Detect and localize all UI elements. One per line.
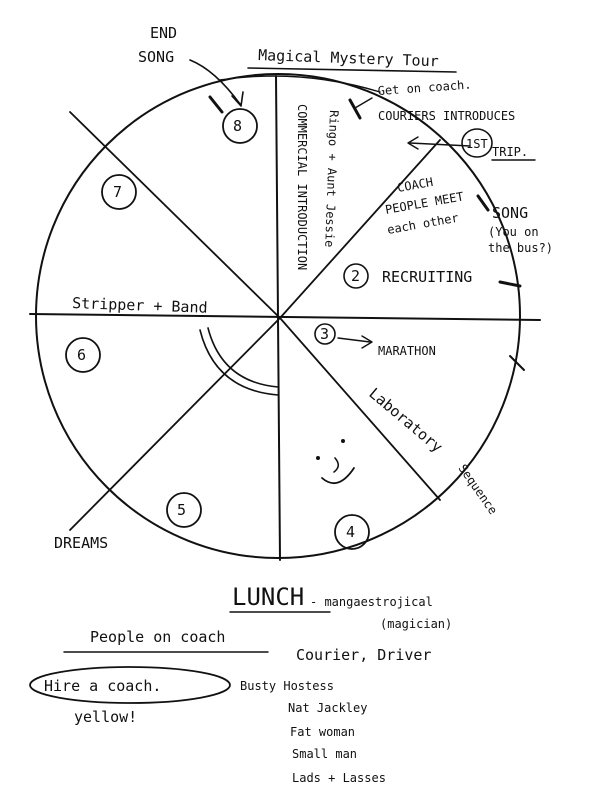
segment-7-circle <box>101 174 137 210</box>
laboratory-label: Laboratory <box>365 384 446 456</box>
segment-7-number: 7 <box>113 183 122 201</box>
lunch-suffix: - mangaestrojical <box>310 595 433 609</box>
people-item-5: Lads + Lasses <box>292 771 386 785</box>
spoke-upper-left <box>69 111 281 319</box>
trip-arrowhead <box>407 136 419 150</box>
tour-wheel <box>35 73 521 559</box>
segment-8-number: 8 <box>233 117 242 135</box>
recruiting-label: RECRUITING <box>382 268 472 286</box>
people-item-2: Nat Jackley <box>288 701 367 715</box>
title-text: Magical Mystery Tour <box>258 46 439 70</box>
sequence-label: Sequence <box>456 462 501 517</box>
end-song-arrowhead <box>231 91 244 107</box>
segment-2-circle <box>343 263 369 289</box>
inner-arc-2 <box>207 327 279 388</box>
stripper-label: Stripper + Band <box>72 294 208 317</box>
song-label: SONG <box>138 48 174 66</box>
segment-6-circle <box>65 337 101 373</box>
lunch-label: LUNCH <box>232 583 304 611</box>
smiley-nose <box>333 457 340 473</box>
couriers-label: COURIERS INTRODUCES <box>378 109 515 123</box>
end-label: END <box>150 24 177 42</box>
commercial-label: COMMERCIAL INTRODUCTION <box>295 104 309 270</box>
dreams-label: DREAMS <box>54 534 108 552</box>
song-question-1: (You on <box>488 225 539 239</box>
get-on-coach-pointer <box>354 97 373 109</box>
first-trip-label: 1ST <box>466 137 488 151</box>
trip-label: TRIP. <box>492 145 528 159</box>
spoke-upper-right <box>279 139 441 319</box>
trip-arrow <box>409 142 471 147</box>
tick-mark <box>498 280 522 288</box>
marathon-arrowhead <box>361 335 373 349</box>
spoke-lower-right <box>279 317 441 501</box>
song-bracket-label: SONG <box>492 204 528 222</box>
smiley-eye-right <box>341 439 345 443</box>
coach-people-label-1: COACH <box>396 175 434 195</box>
tick-mark <box>348 98 362 120</box>
segment-5-number: 5 <box>177 501 186 519</box>
ringo-label: Ringo + Aunt Jessie <box>322 110 341 248</box>
tick-mark <box>476 194 490 212</box>
segment-3-circle <box>314 323 336 345</box>
segment-2-number: 2 <box>351 267 360 285</box>
segment-6-number: 6 <box>77 346 86 364</box>
segment-4-number: 4 <box>346 523 355 541</box>
lunch-sub: (magician) <box>380 617 452 631</box>
people-item-3: Fat woman <box>290 725 355 739</box>
segment-5-circle <box>166 492 202 528</box>
song-question-2: the bus?) <box>488 241 553 255</box>
spoke-horizontal <box>29 313 541 321</box>
people-item-1: Busty Hostess <box>240 679 334 693</box>
smiley-eye-left <box>316 456 320 460</box>
first-trip-circle <box>461 128 493 158</box>
tick-mark <box>509 355 525 371</box>
segment-4-circle <box>334 514 370 550</box>
spoke-vertical <box>275 75 281 561</box>
wheel-double-rim <box>219 75 381 93</box>
hire-coach-label: Hire a coach. <box>44 677 161 695</box>
marathon-arrow <box>337 337 371 343</box>
marathon-label: MARATHON <box>378 344 436 358</box>
yellow-label: yellow! <box>74 708 137 726</box>
tick-mark <box>208 95 224 114</box>
smiley-mouth <box>321 467 355 485</box>
people-item-4: Small man <box>292 747 357 761</box>
inner-arc <box>199 329 279 396</box>
people-heading: People on coach <box>90 628 225 646</box>
spoke-lower-left <box>69 317 281 531</box>
get-on-coach-label: Get on coach. <box>377 77 472 98</box>
segment-8-circle <box>222 108 258 144</box>
title-underline <box>247 67 457 73</box>
hire-coach-ellipse <box>29 666 231 704</box>
courier-driver-label: Courier, Driver <box>296 646 431 664</box>
segment-3-number: 3 <box>320 325 329 343</box>
end-song-arrow <box>189 59 241 105</box>
